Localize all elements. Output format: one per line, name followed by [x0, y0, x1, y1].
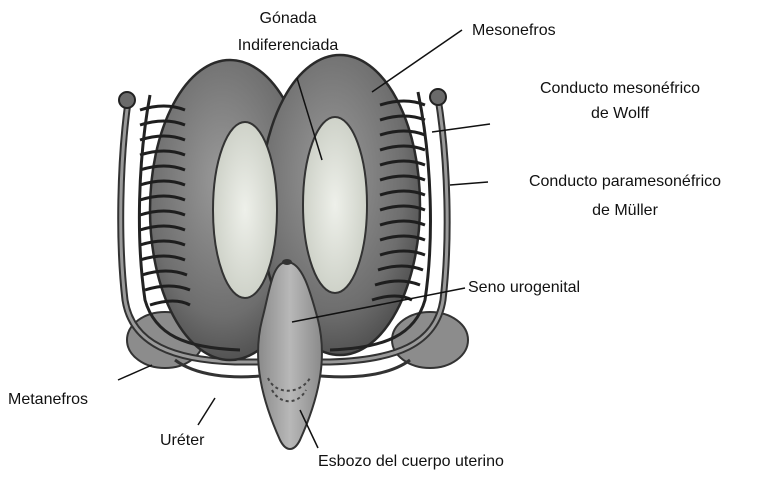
wolff-label-line2: de Wolff — [495, 104, 745, 124]
metanefros-label: Metanefros — [8, 390, 88, 410]
gonada-right — [303, 117, 367, 293]
seno-label: Seno urogenital — [468, 278, 580, 298]
gonada-label-line2: Indiferenciada — [208, 36, 368, 56]
ureter-label: Uréter — [160, 431, 204, 451]
esbozo-label: Esbozo del cuerpo uterino — [318, 452, 504, 472]
gonada-label-line1: Gónada — [208, 9, 368, 29]
muller-label-line1: Conducto paramesonéfrico — [495, 172, 755, 192]
wolff-label-line1: Conducto mesonéfrico — [495, 79, 745, 99]
muller-label-line2: de Müller — [495, 201, 755, 221]
gonada-left — [213, 122, 277, 298]
mesonefros-label: Mesonefros — [472, 21, 556, 41]
metanefros-right — [392, 312, 468, 368]
